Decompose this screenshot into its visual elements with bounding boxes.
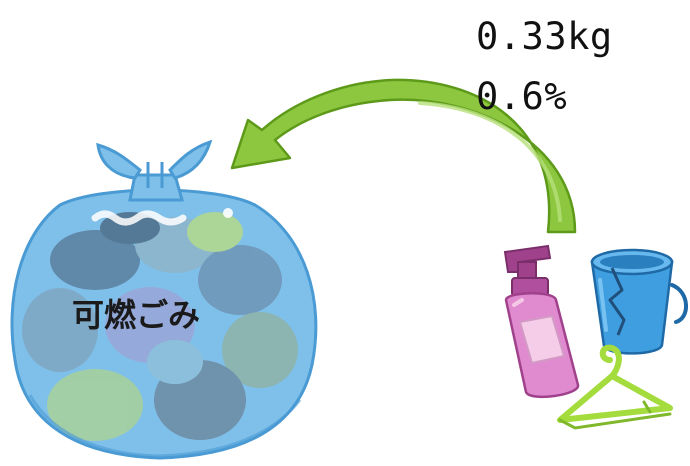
weight-value: 0.33kg	[476, 15, 613, 58]
clothes-hanger-icon	[557, 344, 673, 430]
pump-bottle-icon	[503, 244, 580, 399]
percent-value: 0.6%	[476, 75, 568, 118]
broken-bucket-icon	[590, 248, 688, 355]
curved-arrow-icon	[230, 78, 577, 234]
garbage-bag-icon	[10, 139, 318, 460]
bag-label: 可燃ごみ	[72, 296, 201, 334]
